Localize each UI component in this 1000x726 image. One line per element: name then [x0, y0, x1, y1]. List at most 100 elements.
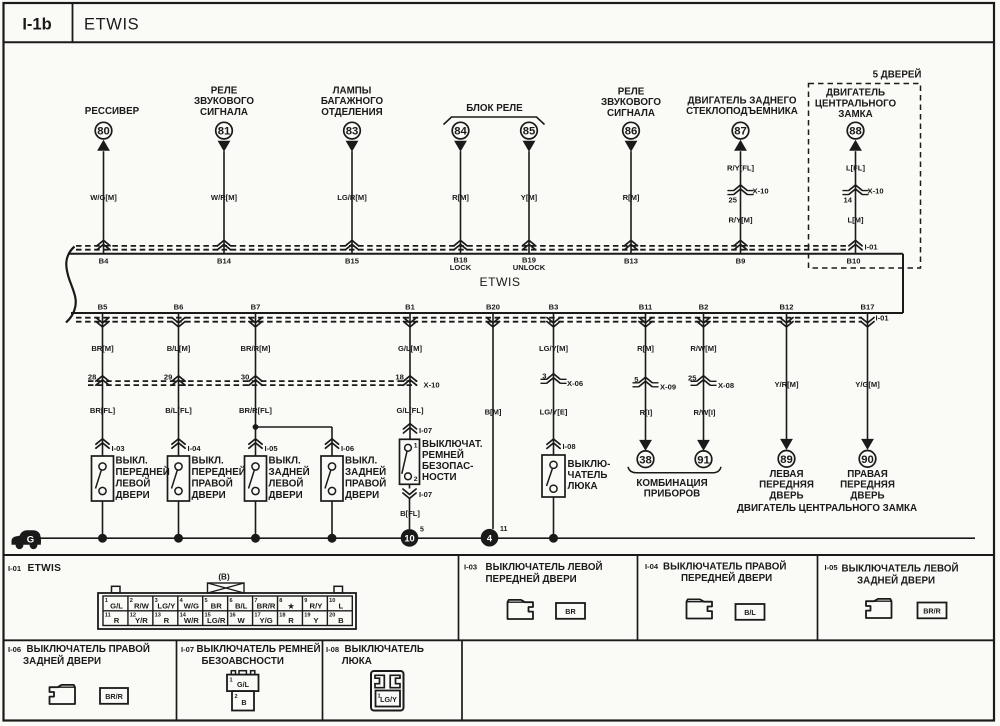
svg-text:ПРАВОЙ: ПРАВОЙ — [192, 478, 233, 490]
svg-text:ЗВУКОВОГО: ЗВУКОВОГО — [601, 97, 661, 108]
svg-text:БАГАЖНОГО: БАГАЖНОГО — [321, 96, 384, 107]
svg-text:89: 89 — [780, 454, 793, 466]
svg-text:I-01: I-01 — [865, 243, 879, 252]
svg-text:ВЫКЛЮЧАТЕЛЬ ПРАВОЙ: ВЫКЛЮЧАТЕЛЬ ПРАВОЙ — [27, 643, 150, 655]
svg-text:НОСТИ: НОСТИ — [422, 472, 457, 483]
svg-text:5: 5 — [634, 375, 639, 384]
svg-text:ПЕРЕДНЕЙ ДВЕРИ: ПЕРЕДНЕЙ ДВЕРИ — [486, 573, 577, 585]
svg-text:X-06: X-06 — [567, 379, 583, 388]
svg-text:LG/Y: LG/Y — [157, 601, 175, 610]
svg-text:ВЫКЛ.: ВЫКЛ. — [345, 455, 378, 466]
svg-text:UNLOCK: UNLOCK — [513, 263, 546, 272]
svg-text:ПЕРЕДНЯЯ: ПЕРЕДНЯЯ — [759, 480, 814, 491]
svg-text:16: 16 — [229, 613, 235, 619]
svg-text:B/L[M]: B/L[M] — [167, 344, 191, 353]
svg-text:I-05: I-05 — [825, 563, 839, 572]
svg-text:ПРАВАЯ: ПРАВАЯ — [847, 469, 888, 480]
svg-text:ДВИГАТЕЛЬ: ДВИГАТЕЛЬ — [826, 88, 885, 99]
svg-text:BR/R: BR/R — [923, 607, 941, 616]
svg-text:B/L: B/L — [744, 608, 756, 617]
svg-text:BR: BR — [565, 607, 576, 616]
svg-text:87: 87 — [734, 126, 747, 138]
svg-text:2: 2 — [414, 476, 418, 483]
svg-text:B/L[FL]: B/L[FL] — [165, 406, 192, 415]
svg-text:B14: B14 — [217, 256, 232, 265]
svg-text:LG/R: LG/R — [207, 616, 226, 625]
svg-text:83: 83 — [346, 126, 359, 138]
svg-text:ЛЕВОЙ: ЛЕВОЙ — [116, 478, 151, 490]
svg-text:ПРИБОРОВ: ПРИБОРОВ — [644, 489, 700, 500]
svg-text:17: 17 — [254, 613, 260, 619]
svg-text:ВЫКЛЮЧАТЕЛЬ ПРАВОЙ: ВЫКЛЮЧАТЕЛЬ ПРАВОЙ — [663, 560, 786, 572]
svg-text:I-03: I-03 — [112, 444, 125, 453]
svg-text:1: 1 — [230, 677, 233, 683]
svg-text:38: 38 — [639, 454, 652, 466]
svg-text:(B): (B) — [218, 572, 230, 581]
svg-text:R/W[I]: R/W[I] — [694, 408, 716, 417]
svg-text:ETWIS: ETWIS — [84, 16, 139, 34]
svg-text:7: 7 — [254, 598, 257, 604]
svg-text:BR[FL]: BR[FL] — [90, 406, 116, 415]
svg-text:LG/Y[M]: LG/Y[M] — [539, 344, 569, 353]
svg-text:Y/G[M]: Y/G[M] — [855, 380, 880, 389]
svg-text:BR/R: BR/R — [257, 601, 276, 610]
svg-text:20: 20 — [329, 613, 335, 619]
svg-text:I-06: I-06 — [341, 444, 354, 453]
svg-text:ВЫКЛЮЧАТЕЛЬ РЕМНЕЙ: ВЫКЛЮЧАТЕЛЬ РЕМНЕЙ — [197, 643, 321, 655]
svg-text:86: 86 — [625, 126, 638, 138]
svg-text:ПЕРЕДНЕЙ: ПЕРЕДНЕЙ — [192, 466, 246, 478]
svg-text:РЕМНЕЙ: РЕМНЕЙ — [422, 449, 464, 461]
svg-text:12: 12 — [130, 613, 136, 619]
svg-text:B19: B19 — [522, 256, 536, 265]
svg-text:ПЕРЕДНЕЙ: ПЕРЕДНЕЙ — [116, 466, 170, 478]
svg-text:R[M]: R[M] — [623, 193, 640, 202]
svg-text:81: 81 — [218, 126, 231, 138]
svg-text:РЕЛЕ: РЕЛЕ — [618, 86, 645, 97]
svg-text:3: 3 — [155, 598, 158, 604]
svg-text:10: 10 — [404, 534, 414, 544]
svg-text:B: B — [338, 616, 344, 625]
svg-text:B4: B4 — [99, 256, 109, 265]
svg-text:B3: B3 — [549, 303, 559, 312]
svg-text:R/Y: R/Y — [310, 601, 323, 610]
svg-text:ВЫКЛ.: ВЫКЛ. — [192, 455, 225, 466]
svg-text:11: 11 — [500, 526, 508, 533]
svg-text:84: 84 — [454, 126, 467, 138]
svg-text:2: 2 — [235, 694, 238, 700]
svg-text:1: 1 — [105, 598, 108, 604]
svg-text:B[M]: B[M] — [485, 407, 502, 416]
svg-text:B9: B9 — [736, 256, 746, 265]
svg-text:ЗАДНЕЙ: ЗАДНЕЙ — [345, 466, 386, 478]
svg-text:СИГНАЛА: СИГНАЛА — [607, 108, 655, 119]
svg-text:РЕЛЕ: РЕЛЕ — [211, 85, 238, 96]
svg-text:3: 3 — [542, 371, 546, 380]
svg-text:88: 88 — [849, 126, 862, 138]
svg-text:R/Y[FL]: R/Y[FL] — [727, 163, 754, 172]
svg-text:5: 5 — [205, 598, 208, 604]
svg-text:LG/R[M]: LG/R[M] — [337, 193, 367, 202]
svg-text:ЗАДНЕЙ ДВЕРИ: ЗАДНЕЙ ДВЕРИ — [23, 655, 101, 667]
svg-text:ОТДЕЛЕНИЯ: ОТДЕЛЕНИЯ — [321, 107, 382, 118]
svg-text:W/G[M]: W/G[M] — [90, 193, 117, 202]
svg-text:30: 30 — [241, 372, 249, 381]
svg-text:B18: B18 — [454, 256, 468, 265]
svg-text:X-08: X-08 — [718, 381, 734, 390]
svg-text:91: 91 — [697, 454, 710, 466]
svg-text:СТЕКЛОПОДЪЕМНИКА: СТЕКЛОПОДЪЕМНИКА — [686, 106, 798, 117]
svg-text:I-06: I-06 — [8, 645, 21, 654]
svg-text:R: R — [288, 616, 294, 625]
svg-text:ЛЮКА: ЛЮКА — [342, 656, 372, 667]
svg-text:R/W[M]: R/W[M] — [690, 344, 717, 353]
svg-text:ЦЕНТРАЛЬНОГО: ЦЕНТРАЛЬНОГО — [815, 98, 897, 109]
svg-text:ПРАВОЙ: ПРАВОЙ — [345, 478, 386, 490]
svg-text:80: 80 — [97, 126, 110, 138]
svg-text:I-07: I-07 — [419, 490, 432, 499]
svg-text:B: B — [241, 698, 246, 707]
svg-text:G/L: G/L — [110, 601, 123, 610]
svg-text:I-05: I-05 — [265, 444, 279, 453]
svg-text:КОМБИНАЦИЯ: КОМБИНАЦИЯ — [636, 478, 707, 489]
svg-text:19: 19 — [304, 613, 310, 619]
svg-text:R[M]: R[M] — [452, 193, 469, 202]
svg-text:BR/R[FL]: BR/R[FL] — [239, 406, 272, 415]
svg-text:25: 25 — [729, 196, 738, 205]
